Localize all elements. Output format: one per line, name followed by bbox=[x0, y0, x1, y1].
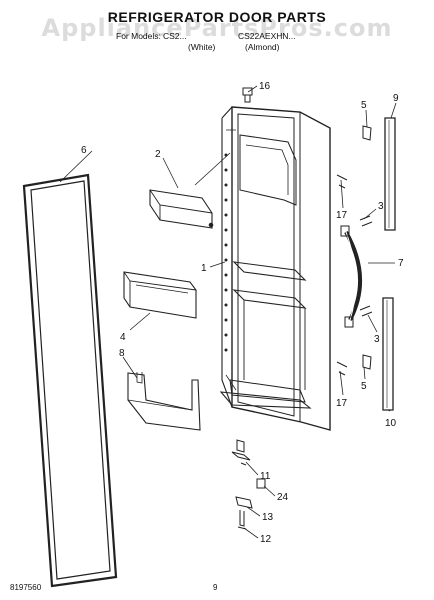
upper-trim-part bbox=[384, 117, 396, 231]
callout-11: 11 bbox=[260, 471, 271, 482]
callout-10: 10 bbox=[385, 418, 397, 429]
callout-3: 3 bbox=[378, 201, 384, 212]
callout-8: 8 bbox=[119, 348, 125, 359]
door-liner-part bbox=[219, 106, 331, 431]
callout-9: 9 bbox=[393, 93, 399, 104]
models-prefix: For Models: bbox=[116, 31, 161, 41]
callout-17: 17 bbox=[336, 210, 348, 221]
lower-trim-part bbox=[382, 297, 394, 411]
color-white-label: (White) bbox=[188, 42, 216, 52]
door-shelf-part bbox=[127, 372, 201, 431]
model-almond: CS22AEXHN... bbox=[238, 31, 296, 41]
callout-17b: 17 bbox=[336, 398, 348, 409]
small-bin-part bbox=[149, 189, 214, 229]
leader-lines bbox=[59, 85, 397, 539]
deep-bin-part bbox=[123, 271, 197, 319]
callout-13: 13 bbox=[262, 512, 274, 523]
color-almond-label: (Almond) bbox=[245, 42, 280, 52]
callout-16: 16 bbox=[259, 81, 271, 92]
model-white: CS2... bbox=[163, 31, 187, 41]
document-code: 8197560 bbox=[10, 583, 42, 592]
trim-clip-part bbox=[362, 125, 372, 370]
callout-3b: 3 bbox=[374, 334, 380, 345]
callout-5b: 5 bbox=[361, 381, 367, 392]
gasket-part bbox=[22, 173, 118, 588]
callout-6: 6 bbox=[81, 145, 87, 156]
callout-24: 24 bbox=[277, 492, 289, 503]
page-title: REFRIGERATOR DOOR PARTS bbox=[107, 9, 327, 25]
screw-part bbox=[242, 87, 373, 376]
callout-labels: 16 9 5 6 2 17 3 1 7 4 8 3 5 17 10 11 24 … bbox=[81, 81, 404, 545]
callout-5: 5 bbox=[361, 100, 367, 111]
handle-part bbox=[340, 225, 362, 328]
page-number: 9 bbox=[213, 583, 218, 592]
callout-2: 2 bbox=[155, 149, 161, 160]
watermark: AppliancePartsPros.com bbox=[41, 14, 393, 42]
callout-12: 12 bbox=[260, 534, 272, 545]
callout-1: 1 bbox=[201, 263, 207, 274]
callout-7: 7 bbox=[398, 258, 404, 269]
callout-4: 4 bbox=[120, 332, 126, 343]
